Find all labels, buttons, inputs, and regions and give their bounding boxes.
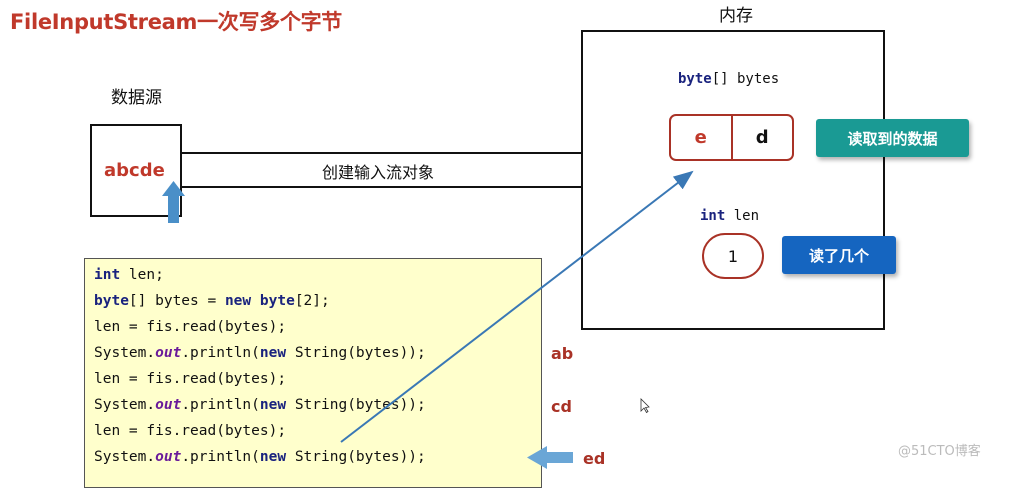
- code-keyword: int: [94, 267, 121, 283]
- int-keyword: int: [700, 208, 726, 224]
- code-keyword: byte: [94, 293, 129, 309]
- code-line: len = fis.read(bytes);: [94, 371, 286, 387]
- code-field: out: [155, 345, 182, 361]
- code-text: [] bytes =: [128, 293, 225, 309]
- bytes-declaration-rest: [] bytes: [711, 71, 780, 87]
- pointer-arrow: [340, 170, 694, 443]
- output-value: ab: [551, 344, 574, 363]
- code-keyword: byte: [259, 293, 295, 309]
- left-arrow-icon: [527, 446, 573, 469]
- up-arrow-icon: [162, 181, 185, 223]
- arrows-overlay: [162, 170, 694, 469]
- code-text: .println(: [181, 449, 260, 465]
- stream-pipe-label: 创建输入流对象: [322, 163, 435, 182]
- code-text: [2];: [294, 293, 330, 309]
- stream-pipe-top-line: [182, 152, 582, 154]
- code-text: System.: [94, 397, 156, 413]
- code-text: len = fis.read(bytes);: [94, 371, 287, 387]
- watermark: @51CTO博客: [898, 444, 981, 459]
- code-keyword: new: [224, 293, 252, 309]
- code-line: len = fis.read(bytes);: [94, 423, 286, 439]
- data-source-label: 数据源: [111, 88, 162, 108]
- code-text: len = fis.read(bytes);: [94, 319, 287, 335]
- len-value-box: 1: [702, 233, 764, 279]
- code-text: .println(: [181, 397, 260, 413]
- code-keyword: new: [259, 449, 287, 465]
- code-text: String(bytes));: [286, 345, 426, 361]
- code-text: System.: [94, 449, 156, 465]
- memory-label: 内存: [719, 6, 753, 26]
- code-line: len = fis.read(bytes);: [94, 319, 286, 335]
- code-line: System.out.println(new String(bytes));: [94, 449, 426, 465]
- stream-pipe-bottom-line: [182, 186, 582, 188]
- byte-keyword: byte: [678, 71, 712, 87]
- code-field: out: [155, 397, 182, 413]
- output-value: ed: [583, 449, 606, 468]
- output-value: cd: [551, 397, 572, 416]
- len-declaration: int len: [700, 208, 759, 224]
- code-text: .println(: [181, 345, 260, 361]
- code-field: out: [155, 449, 182, 465]
- data-source-content: abcde: [104, 160, 165, 181]
- mouse-cursor-icon: [640, 398, 650, 414]
- code-text: len;: [120, 267, 164, 283]
- code-keyword: new: [259, 397, 287, 413]
- len-name: len: [725, 208, 760, 224]
- memory-box: [581, 30, 885, 330]
- code-text: String(bytes));: [286, 449, 426, 465]
- code-text: System.: [94, 345, 156, 361]
- code-keyword: new: [259, 345, 287, 361]
- bytes-array-box: e d: [669, 114, 794, 161]
- bytes-array-cell: d: [755, 127, 769, 148]
- code-text: len = fis.read(bytes);: [94, 423, 287, 439]
- code-box: [84, 258, 542, 488]
- bytes-array-declaration: byte[] bytes: [678, 71, 779, 87]
- bytes-array-cell: e: [671, 116, 733, 159]
- code-line: int len;: [94, 267, 164, 283]
- data-source-box: [90, 124, 182, 217]
- code-line: System.out.println(new String(bytes));: [94, 345, 426, 361]
- read-data-badge: 读取到的数据: [816, 119, 969, 157]
- read-count-badge: 读了几个: [782, 236, 896, 274]
- code-line: byte[] bytes = new byte[2];: [94, 293, 330, 309]
- page-title: FileInputStream一次写多个字节: [10, 10, 342, 34]
